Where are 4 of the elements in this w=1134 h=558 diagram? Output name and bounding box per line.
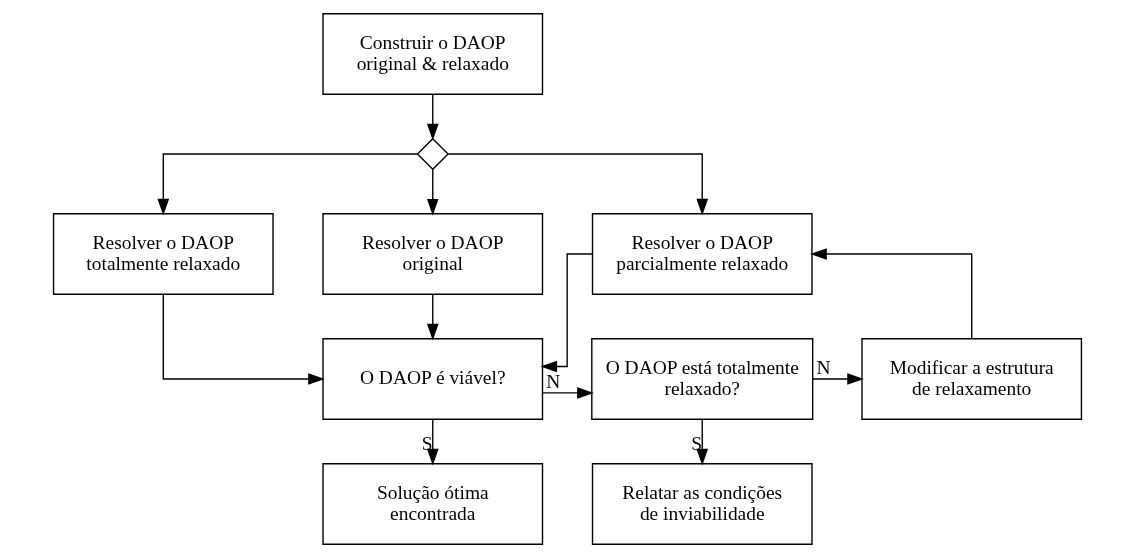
edge-label: S [690,433,702,455]
edge-label: N [545,370,560,392]
edge-label: S [421,433,433,455]
edge-label: N [815,356,831,378]
